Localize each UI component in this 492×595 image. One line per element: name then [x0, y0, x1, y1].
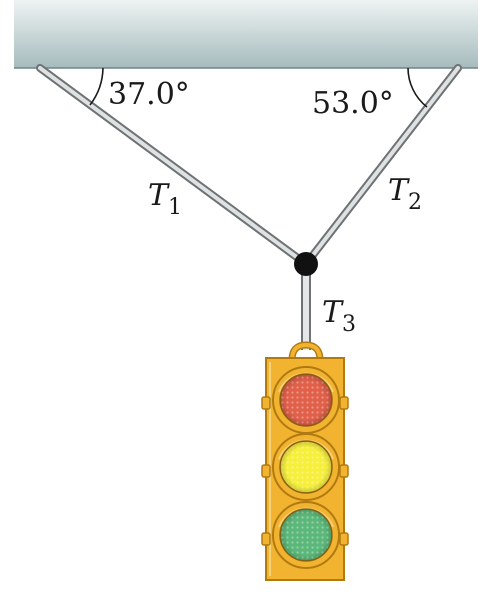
traffic-light	[261, 341, 349, 581]
lamp-yellow-shade	[280, 441, 332, 493]
t1-subscript: 1	[168, 195, 182, 220]
tension-t1-label: T1	[148, 178, 182, 220]
cable-t1	[36, 64, 310, 268]
t3-subscript: 3	[342, 312, 356, 337]
tension-t2-label: T2	[388, 173, 422, 215]
t2-symbol: T	[388, 173, 410, 208]
angle-right-label: 53.0°	[312, 86, 394, 121]
ceiling	[14, 0, 478, 68]
t1-symbol: T	[148, 178, 170, 213]
t3-symbol: T	[322, 295, 344, 330]
knot	[294, 252, 318, 276]
lamp-red-shade	[280, 374, 332, 426]
tension-t3-label: T3	[322, 295, 356, 337]
cable-t3	[301, 264, 311, 350]
lamp-green-shade	[280, 509, 332, 561]
angle-arc-right	[407, 67, 428, 108]
cable-t2	[302, 64, 462, 268]
t2-subscript: 2	[408, 190, 422, 215]
angle-arc-left	[89, 67, 104, 106]
angle-left-label: 37.0°	[108, 77, 190, 112]
